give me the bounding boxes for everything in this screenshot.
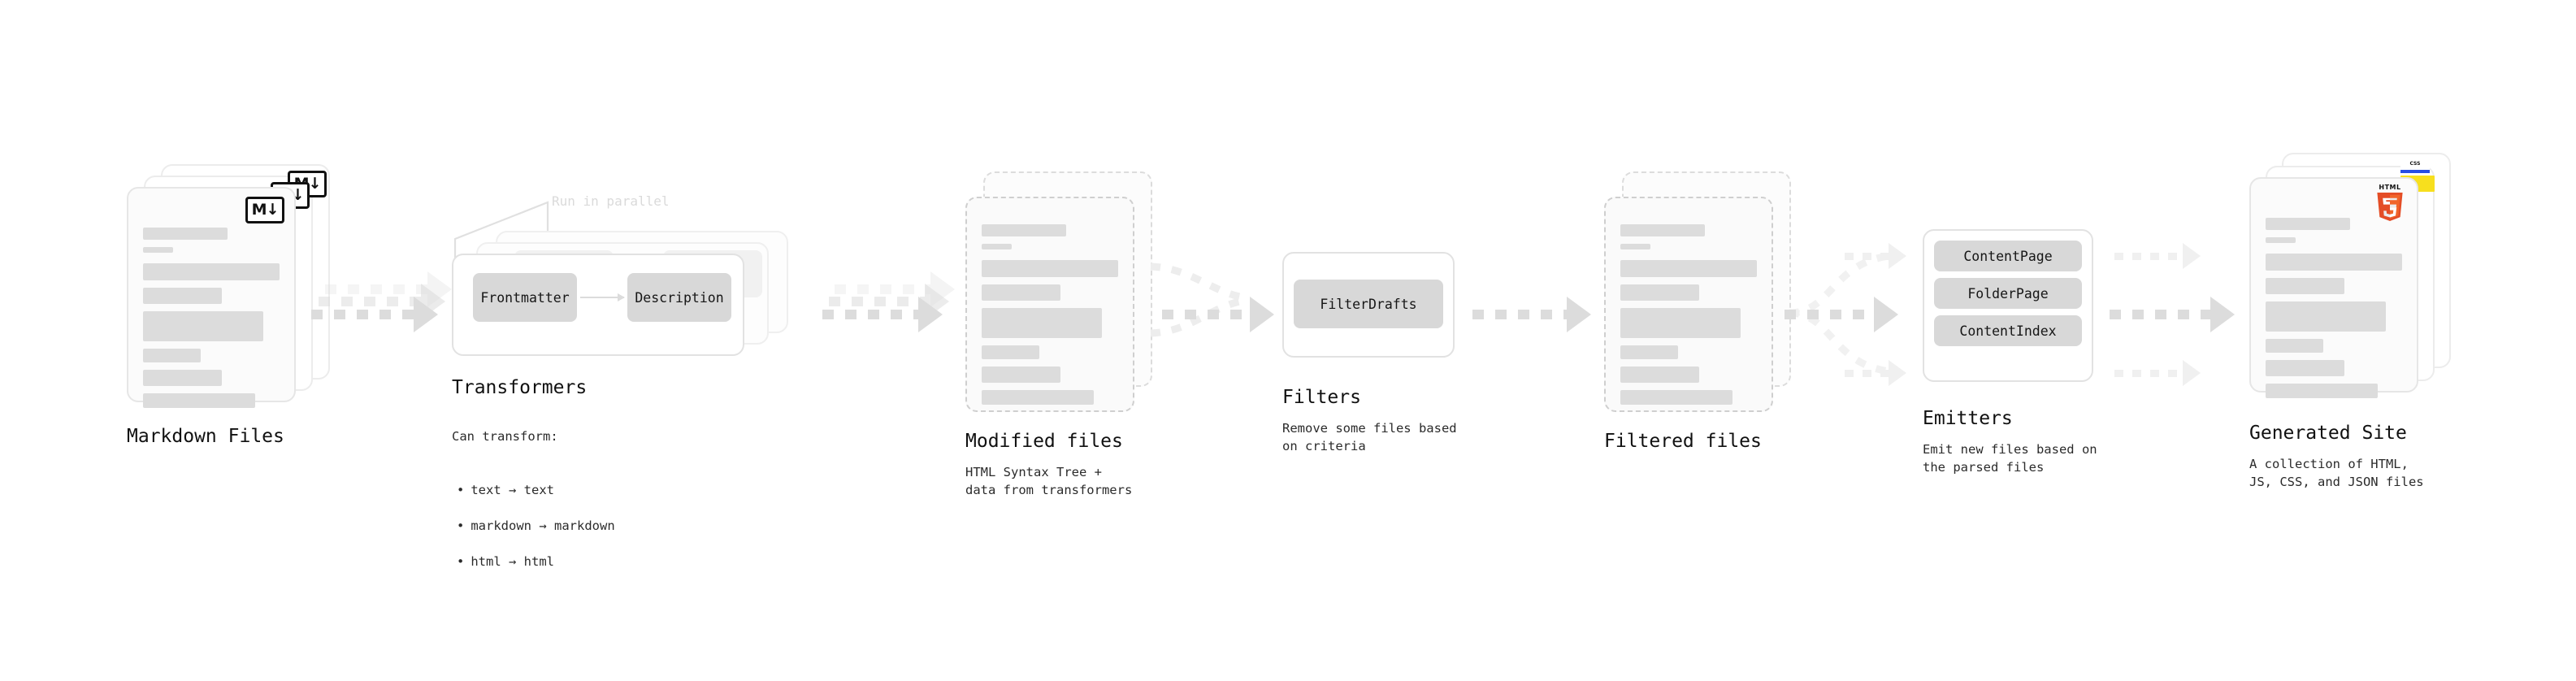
skeleton-line <box>1620 224 1706 236</box>
emitters-chip-contentindex[interactable]: ContentIndex <box>1934 315 2082 346</box>
flow-arrow-to-emitters-top <box>1845 243 1906 269</box>
flow-arrow-to-emitters-bottom <box>1845 360 1906 386</box>
document-skeleton <box>982 224 1118 405</box>
skeleton-line <box>1620 308 1741 338</box>
caption-filters: Filters Remove some files based on crite… <box>1282 385 1457 455</box>
skeleton-line <box>982 224 1067 236</box>
flow-arrow-emitters-to-site-mid <box>2110 297 2235 332</box>
skeleton-line <box>1620 345 1678 359</box>
filters-chip-filterdrafts[interactable]: FilterDrafts <box>1294 280 1443 328</box>
document-card-filtered <box>1604 197 1773 412</box>
skeleton-line <box>1620 260 1757 277</box>
skeleton-line <box>143 311 263 341</box>
transform-item: markdown → markdown <box>452 517 614 535</box>
skeleton-line <box>1620 284 1700 301</box>
html5-icon-shield <box>2377 192 2403 222</box>
skeleton-line <box>982 390 1094 405</box>
skeleton-line <box>143 263 280 280</box>
skeleton-line <box>1620 367 1700 383</box>
transformers-inner-arrow <box>580 293 625 301</box>
run-in-parallel-bracket <box>453 201 549 270</box>
flow-arrow-markdown-to-transformers <box>311 297 438 332</box>
skeleton-line <box>982 244 1012 249</box>
document-skeleton <box>143 228 280 408</box>
stage-title: Markdown Files <box>127 426 284 447</box>
html5-icon: HTML <box>2373 184 2407 223</box>
skeleton-line <box>2266 360 2345 376</box>
skeleton-line <box>143 288 223 304</box>
emitters-chip-folderpage[interactable]: FolderPage <box>1934 278 2082 309</box>
skeleton-line <box>1620 390 1733 405</box>
transform-item: html → html <box>452 553 615 570</box>
stage-title: Generated Site <box>2249 423 2407 444</box>
skeleton-line <box>2266 384 2378 398</box>
skeleton-line <box>2266 278 2345 294</box>
skeleton-line <box>982 308 1102 338</box>
document-skeleton <box>1620 224 1757 405</box>
flow-arrow-filters-to-filtered <box>1472 297 1591 332</box>
caption-filtered-files: Filtered files <box>1604 429 1762 453</box>
skeleton-line <box>2266 301 2386 332</box>
flow-arrow-emitters-to-site-bottom <box>2114 360 2201 386</box>
stage-title: Transformers <box>452 377 588 398</box>
skeleton-line <box>982 367 1061 383</box>
flow-arrow-transformers-to-modified <box>822 297 943 332</box>
transformers-chip-description[interactable]: Description <box>627 273 731 322</box>
caption-generated-site: Generated Site A collection of HTML, JS,… <box>2249 421 2424 491</box>
caption-transformers: Transformers Can transform: text → text … <box>452 375 615 606</box>
stage-title: Filtered files <box>1604 431 1762 452</box>
transform-heading: Can transform: <box>452 429 558 444</box>
skeleton-line <box>982 345 1039 359</box>
transform-item: text → text <box>452 481 615 499</box>
document-skeleton <box>2266 218 2402 398</box>
transform-list: text → text markdown → markdown html → h… <box>452 463 615 588</box>
flow-arrow-modified-to-filters <box>1162 297 1274 332</box>
skeleton-line <box>2266 254 2402 271</box>
stage-title: Modified files <box>965 431 1123 452</box>
html5-icon-caption: HTML <box>2379 184 2401 191</box>
stage-subtitle: Emit new files based on the parsed files <box>1923 442 2097 475</box>
skeleton-line <box>143 349 201 362</box>
document-card-generated: HTML <box>2249 177 2418 398</box>
stage-subtitle: HTML Syntax Tree + data from transformer… <box>965 465 1133 497</box>
stage-subtitle: A collection of HTML, JS, CSS, and JSON … <box>2249 457 2424 489</box>
stage-title: Emitters <box>1923 408 2013 429</box>
caption-emitters: Emitters Emit new files based on the par… <box>1923 406 2097 476</box>
css-icon: CSS <box>2400 161 2430 173</box>
document-card-modified <box>965 197 1134 412</box>
flow-branch-filtered-to-emitters <box>1789 251 1899 376</box>
skeleton-line <box>1620 244 1650 249</box>
run-in-parallel-label: Run in parallel <box>552 193 670 209</box>
document-card-markdown: M↓ <box>127 187 296 408</box>
skeleton-line <box>143 370 223 386</box>
skeleton-line <box>2266 237 2296 243</box>
flow-arrow-to-emitters-mid <box>1785 297 1898 332</box>
stage-subtitle: Can transform: text → text markdown → ma… <box>452 410 615 606</box>
skeleton-line <box>982 260 1118 277</box>
stage-subtitle: Remove some files based on criteria <box>1282 421 1457 453</box>
stage-title: Filters <box>1282 387 1361 408</box>
caption-markdown-files: Markdown Files <box>127 424 284 449</box>
skeleton-line <box>2266 218 2351 230</box>
skeleton-line <box>143 228 228 240</box>
skeleton-line <box>2266 339 2323 353</box>
skeleton-line <box>982 284 1061 301</box>
skeleton-line <box>143 393 255 408</box>
emitters-chip-contentpage[interactable]: ContentPage <box>1934 241 2082 271</box>
skeleton-line <box>143 247 173 253</box>
markdown-icon: M↓ <box>245 197 284 223</box>
caption-modified-files: Modified files HTML Syntax Tree + data f… <box>965 429 1132 499</box>
transformers-chip-frontmatter[interactable]: Frontmatter <box>473 273 577 322</box>
flow-arrow-emitters-to-site-top <box>2114 243 2201 269</box>
